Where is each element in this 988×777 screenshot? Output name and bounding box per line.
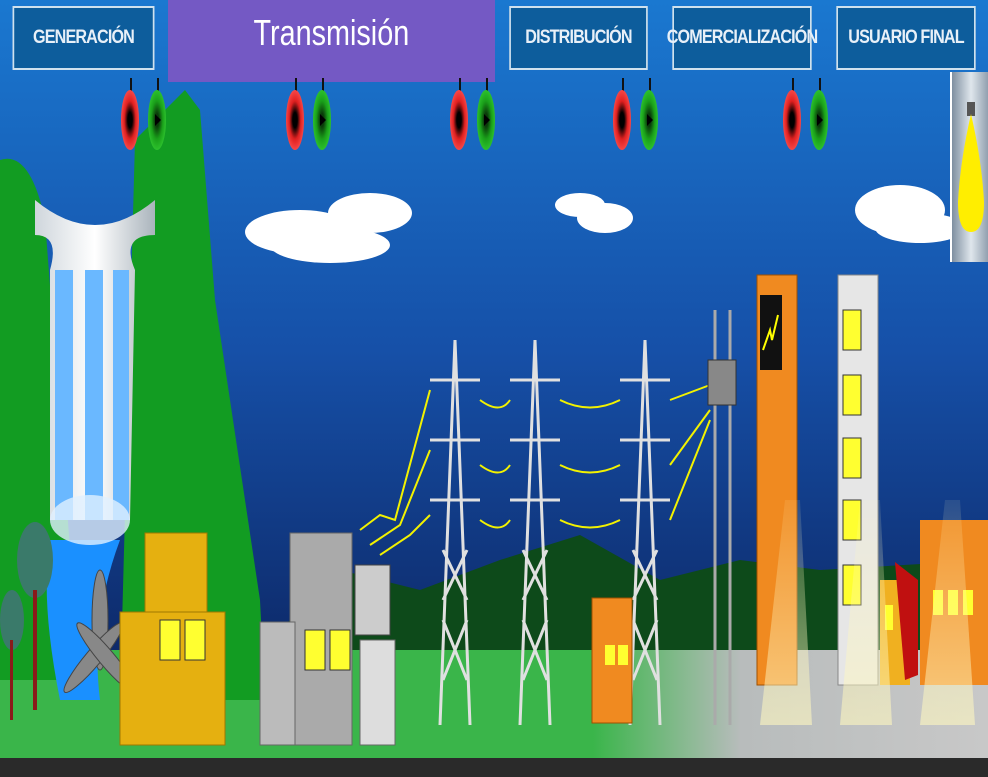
stop-icon	[783, 90, 801, 150]
tab-label: DISTRIBUCIÓN	[525, 27, 632, 48]
street-lights	[760, 500, 975, 725]
small-house	[591, 597, 633, 724]
play-button[interactable]	[640, 78, 660, 153]
substation	[259, 532, 396, 746]
tab-label: Transmisión	[253, 12, 410, 53]
tab-usuario-final[interactable]: USUARIO FINAL	[836, 6, 976, 70]
clouds	[245, 185, 965, 263]
stop-button[interactable]	[450, 78, 470, 153]
tab-transmision[interactable]: Transmisión	[168, 0, 495, 82]
stop-button[interactable]	[286, 78, 306, 153]
transmission-towers	[430, 310, 732, 726]
tab-label: USUARIO FINAL	[848, 27, 964, 48]
light-bulb-icon	[958, 102, 984, 232]
generator-building	[119, 532, 226, 746]
section-tabs: GENERACIÓN DISTRIBUCIÓN COMERCIALIZACIÓN…	[0, 2, 988, 72]
stop-button[interactable]	[613, 78, 633, 153]
stop-icon	[613, 90, 631, 150]
tab-label: GENERACIÓN	[33, 27, 135, 48]
stop-icon	[121, 90, 139, 150]
play-button[interactable]	[810, 78, 830, 153]
tab-comercializacion[interactable]: COMERCIALIZACIÓN	[667, 6, 818, 70]
bottom-border	[0, 758, 988, 777]
stop-button[interactable]	[121, 78, 141, 153]
play-button[interactable]	[148, 78, 168, 153]
stop-icon	[286, 90, 304, 150]
play-button[interactable]	[477, 78, 497, 153]
tab-label: COMERCIALIZACIÓN	[666, 27, 818, 48]
tab-distribucion[interactable]: DISTRIBUCIÓN	[509, 6, 648, 70]
stop-icon	[450, 90, 468, 150]
trees	[0, 522, 53, 720]
stop-button[interactable]	[783, 78, 803, 153]
play-button[interactable]	[313, 78, 333, 153]
transformer	[707, 359, 737, 406]
power-lines	[359, 384, 711, 556]
light-bulb-button[interactable]	[950, 72, 988, 262]
tab-generacion[interactable]: GENERACIÓN	[12, 6, 155, 70]
